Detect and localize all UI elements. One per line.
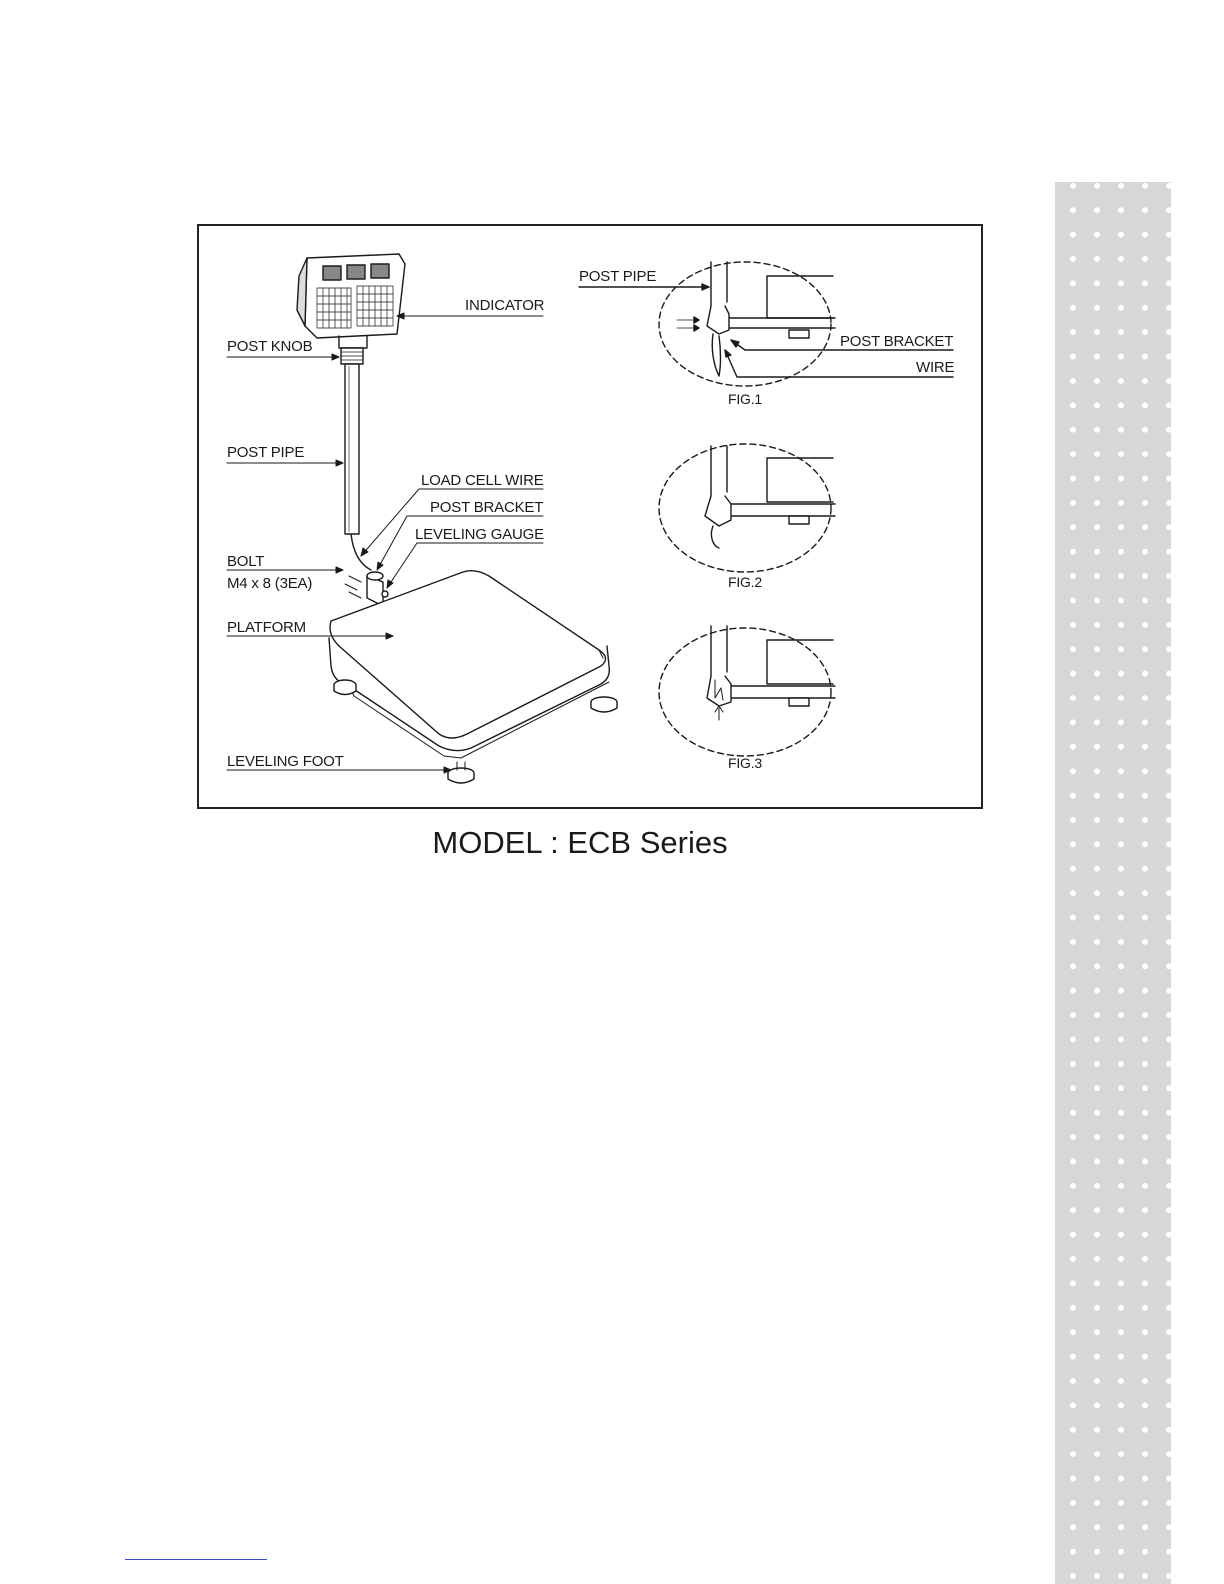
fig3-caption: FIG.3 [728, 755, 762, 772]
label-platform: PLATFORM [227, 619, 306, 636]
assembly-figure: INDICATOR POST KNOB POST PIPE LOAD CELL … [197, 224, 983, 809]
label-post-bracket: POST BRACKET [430, 499, 543, 516]
post-pipe-drawing [345, 364, 359, 534]
footer-rule [125, 1559, 267, 1560]
assembly-drawing [199, 226, 981, 807]
fig3-detail-drawing [659, 626, 835, 756]
label-leveling-foot: LEVELING FOOT [227, 753, 344, 770]
label-post-knob: POST KNOB [227, 338, 312, 355]
fig1-label-post-pipe: POST PIPE [579, 268, 656, 285]
label-post-pipe: POST PIPE [227, 444, 304, 461]
model-caption: MODEL : ECB Series [0, 825, 1160, 861]
label-bolt-spec: M4 x 8 (3EA) [227, 575, 312, 592]
fig1-label-wire: WIRE [916, 359, 954, 376]
label-indicator: INDICATOR [465, 297, 544, 314]
label-leveling-gauge: LEVELING GAUGE [415, 526, 544, 543]
fig2-detail-drawing [659, 444, 835, 572]
fig1-caption: FIG.1 [728, 391, 762, 408]
indicator-drawing [297, 254, 405, 364]
fig2-caption: FIG.2 [728, 574, 762, 591]
fig1-label-post-bracket: POST BRACKET [840, 333, 953, 350]
label-bolt: BOLT [227, 553, 264, 570]
label-load-cell-wire: LOAD CELL WIRE [421, 472, 544, 489]
side-dot-strip [1055, 182, 1171, 1584]
